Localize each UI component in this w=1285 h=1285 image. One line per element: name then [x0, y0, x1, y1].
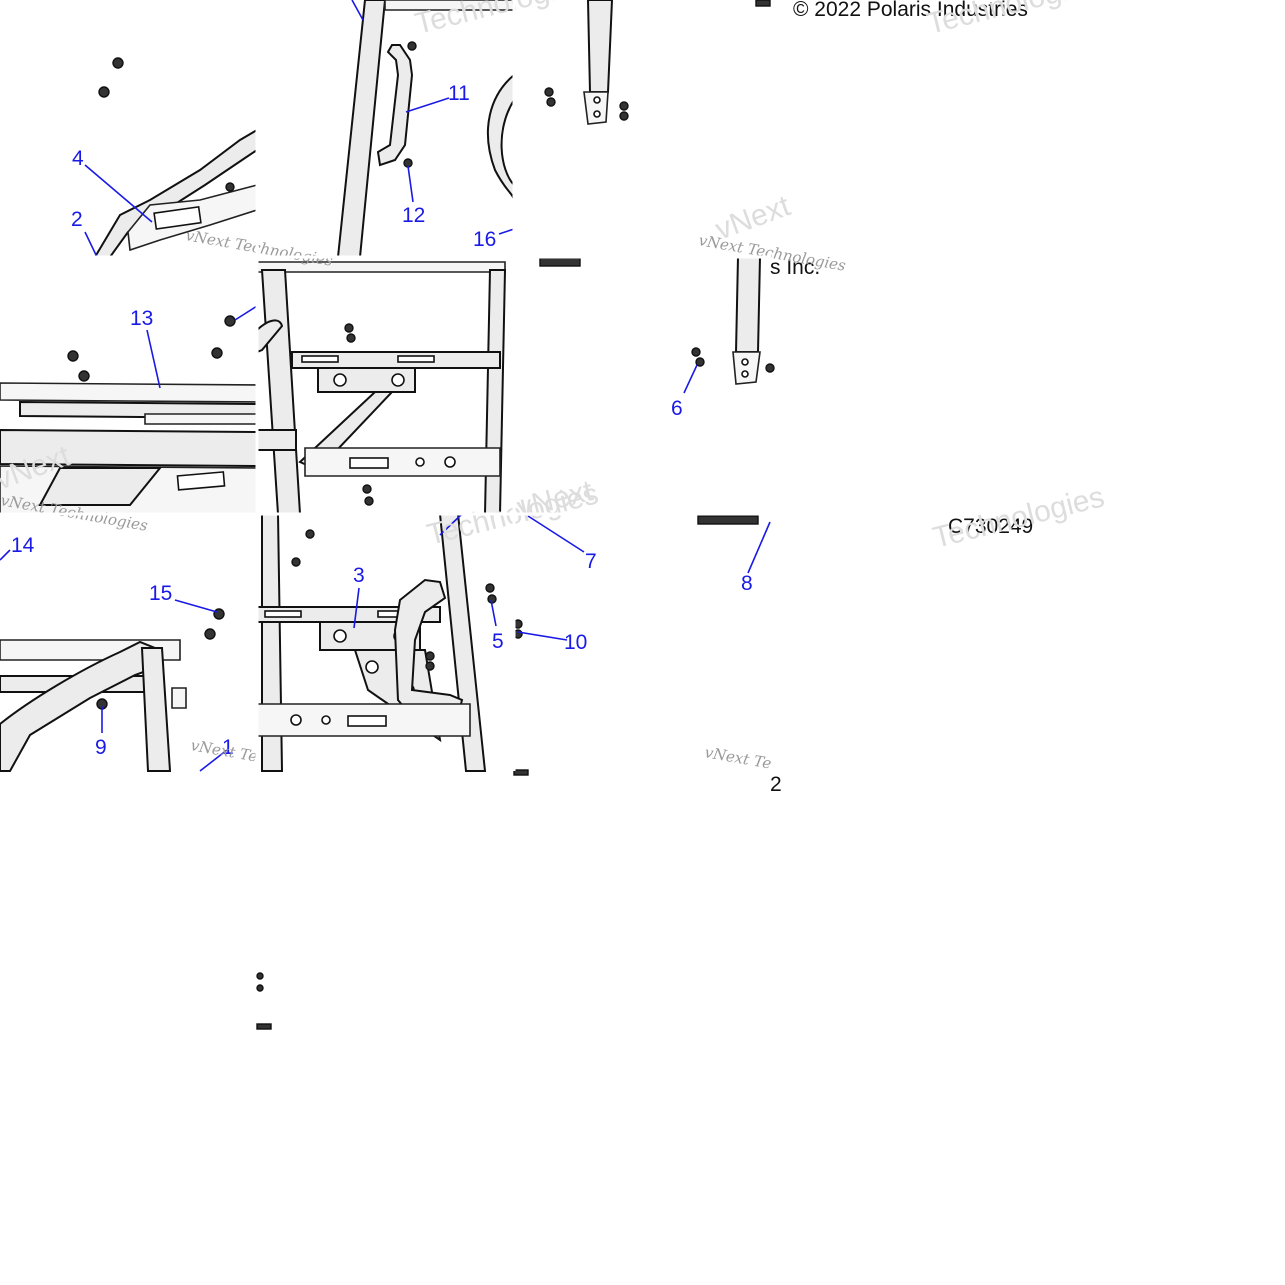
- callout-12: 12: [402, 204, 425, 227]
- tile-fasteners: [513, 515, 759, 639]
- watermark-word: Technologies: [924, 0, 1102, 41]
- watermark-word: Technologies: [930, 480, 1108, 554]
- tile-door-frame: [0, 608, 225, 772]
- callout-15: 15: [149, 582, 172, 605]
- callout-3: 3: [353, 564, 365, 587]
- copyright-notice: © 2022 Polaris Industries: [793, 0, 1028, 21]
- bolt-icon: [98, 86, 110, 98]
- tile-cab-frame-corner: [93, 57, 258, 258]
- callout-5: 5: [492, 630, 504, 653]
- copyright-fragment: s Inc.: [770, 256, 820, 279]
- tile-seams: [0, 0, 771, 771]
- callout-10: 10: [564, 631, 587, 654]
- stray-fragments: [256, 769, 529, 1030]
- grab-handle: [376, 44, 414, 167]
- callout-4: 4: [72, 147, 84, 170]
- callout-6: 6: [671, 397, 683, 420]
- drawing-code: C730249: [948, 515, 1033, 538]
- callout-1: 1: [222, 736, 234, 759]
- callout-2: 2: [71, 208, 83, 231]
- tile-bracket-with-handle: [256, 513, 497, 772]
- callout-8: 8: [741, 572, 753, 595]
- tile-door-panel: [0, 315, 258, 515]
- stray-number: 2: [770, 773, 782, 796]
- watermark-brand-fragment: vNext Te: [703, 743, 773, 772]
- tile-mounting-bracket: [256, 261, 507, 515]
- handle-slot: [153, 205, 202, 230]
- callout-11: 11: [448, 82, 470, 105]
- callout-9: 9: [95, 736, 107, 759]
- tile-upright-tube: [544, 0, 771, 125]
- callouts: 1 2 3 4 5 6 7 8 9 10 11 12 13 14 15 16: [11, 82, 753, 759]
- tile-tube-lower-end: [539, 256, 775, 385]
- callout-14: 14: [11, 534, 35, 557]
- callout-16: 16: [473, 228, 496, 251]
- callout-13: 13: [130, 307, 153, 330]
- watermark-word: Technologies: [412, 0, 590, 41]
- tile-post-grab-handle: [336, 0, 515, 258]
- bolt-icon: [112, 57, 124, 69]
- leader-lines: [0, 0, 771, 772]
- callout-7: 7: [585, 550, 597, 573]
